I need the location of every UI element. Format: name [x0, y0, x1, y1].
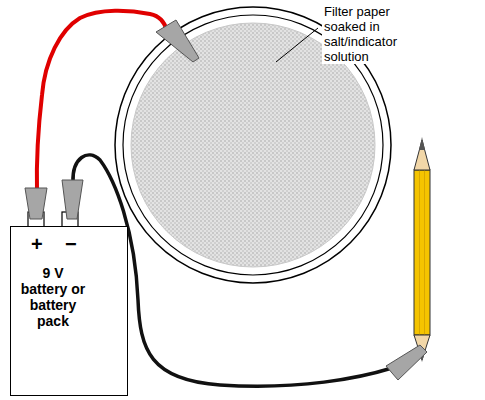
alligator-clip — [25, 188, 47, 219]
callout-label: Filter paper soaked in salt/indicator so… — [322, 4, 426, 64]
battery-label: 9 V battery or battery pack — [19, 265, 87, 329]
pencil-stripe — [424, 170, 425, 335]
pencil-body — [414, 170, 430, 335]
pencil-lead — [419, 137, 425, 150]
alligator-clip — [156, 20, 199, 62]
battery-box: +− 9 V battery or battery pack — [10, 226, 128, 396]
alligator-clip — [62, 180, 83, 219]
terminal-sign: + — [31, 233, 43, 256]
leader-line — [276, 28, 318, 62]
alligator-clip — [386, 345, 427, 380]
pencil-stripe — [419, 170, 420, 335]
terminal-sign: − — [65, 233, 77, 256]
